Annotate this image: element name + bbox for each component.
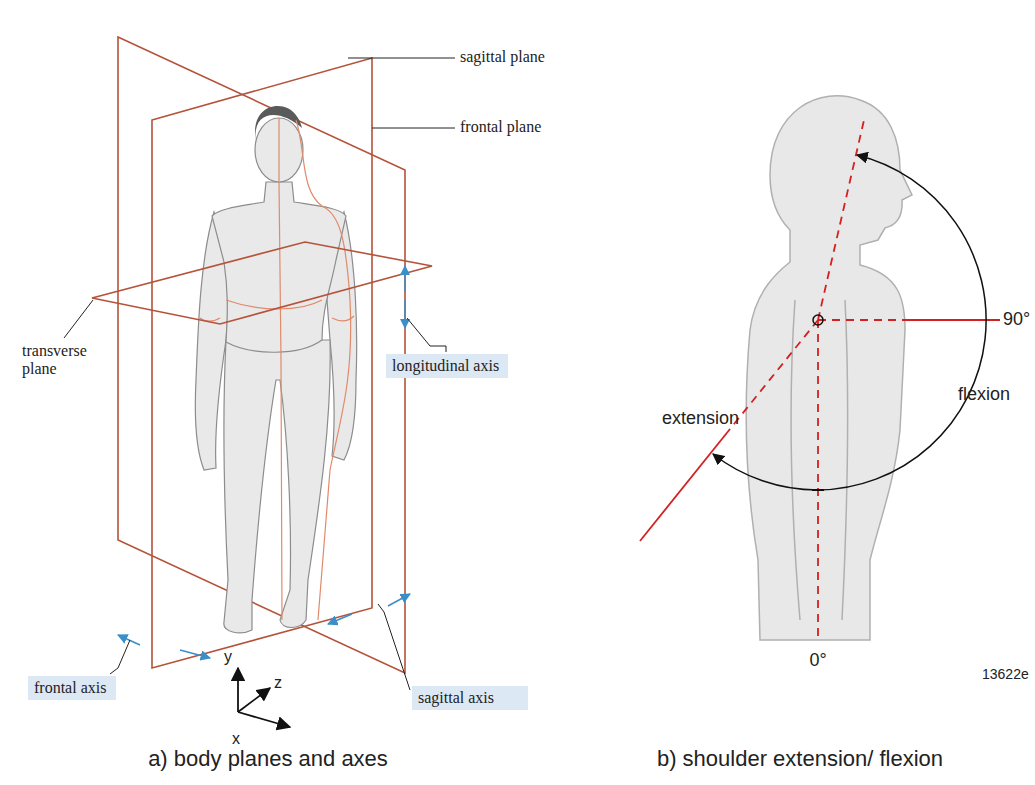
figure-code: 13622e <box>982 666 1029 682</box>
panel-caption: b) shoulder extension/ flexion <box>657 746 943 771</box>
axis-letter: z <box>274 674 282 692</box>
axis-label: frontal axis <box>34 679 110 697</box>
axis-letter: y <box>224 648 232 666</box>
axis-label-box: longitudinal axis <box>386 354 508 378</box>
motion-label: extension <box>662 408 739 429</box>
axis-label: longitudinal axis <box>392 357 502 375</box>
coordinate-axes <box>238 668 290 727</box>
angle-lines <box>640 120 1000 640</box>
transverse-plane <box>92 242 432 324</box>
arm-outline <box>791 300 848 620</box>
axis-label-box: frontal axis <box>28 676 116 700</box>
plane-label: frontal plane <box>460 118 541 136</box>
body-midlines <box>200 118 354 620</box>
plane-label: transverse plane <box>22 342 102 379</box>
sagittal-plane <box>118 37 405 673</box>
axis-label-box: sagittal axis <box>412 686 528 710</box>
human-figure <box>195 118 356 633</box>
axis-arrows <box>118 266 410 658</box>
panel-caption: a) body planes and axes <box>148 746 388 771</box>
plane-label: sagittal plane <box>460 48 545 66</box>
profile-silhouette <box>746 96 912 640</box>
axis-letter: x <box>232 730 240 748</box>
motion-arcs <box>713 155 986 490</box>
angle-value: 0° <box>809 650 826 671</box>
axis-label: sagittal axis <box>418 689 522 707</box>
shoulder-joint <box>813 315 823 325</box>
frontal-plane <box>152 58 372 668</box>
angle-value: 90° <box>1003 309 1030 330</box>
motion-label: flexion <box>958 384 1010 405</box>
